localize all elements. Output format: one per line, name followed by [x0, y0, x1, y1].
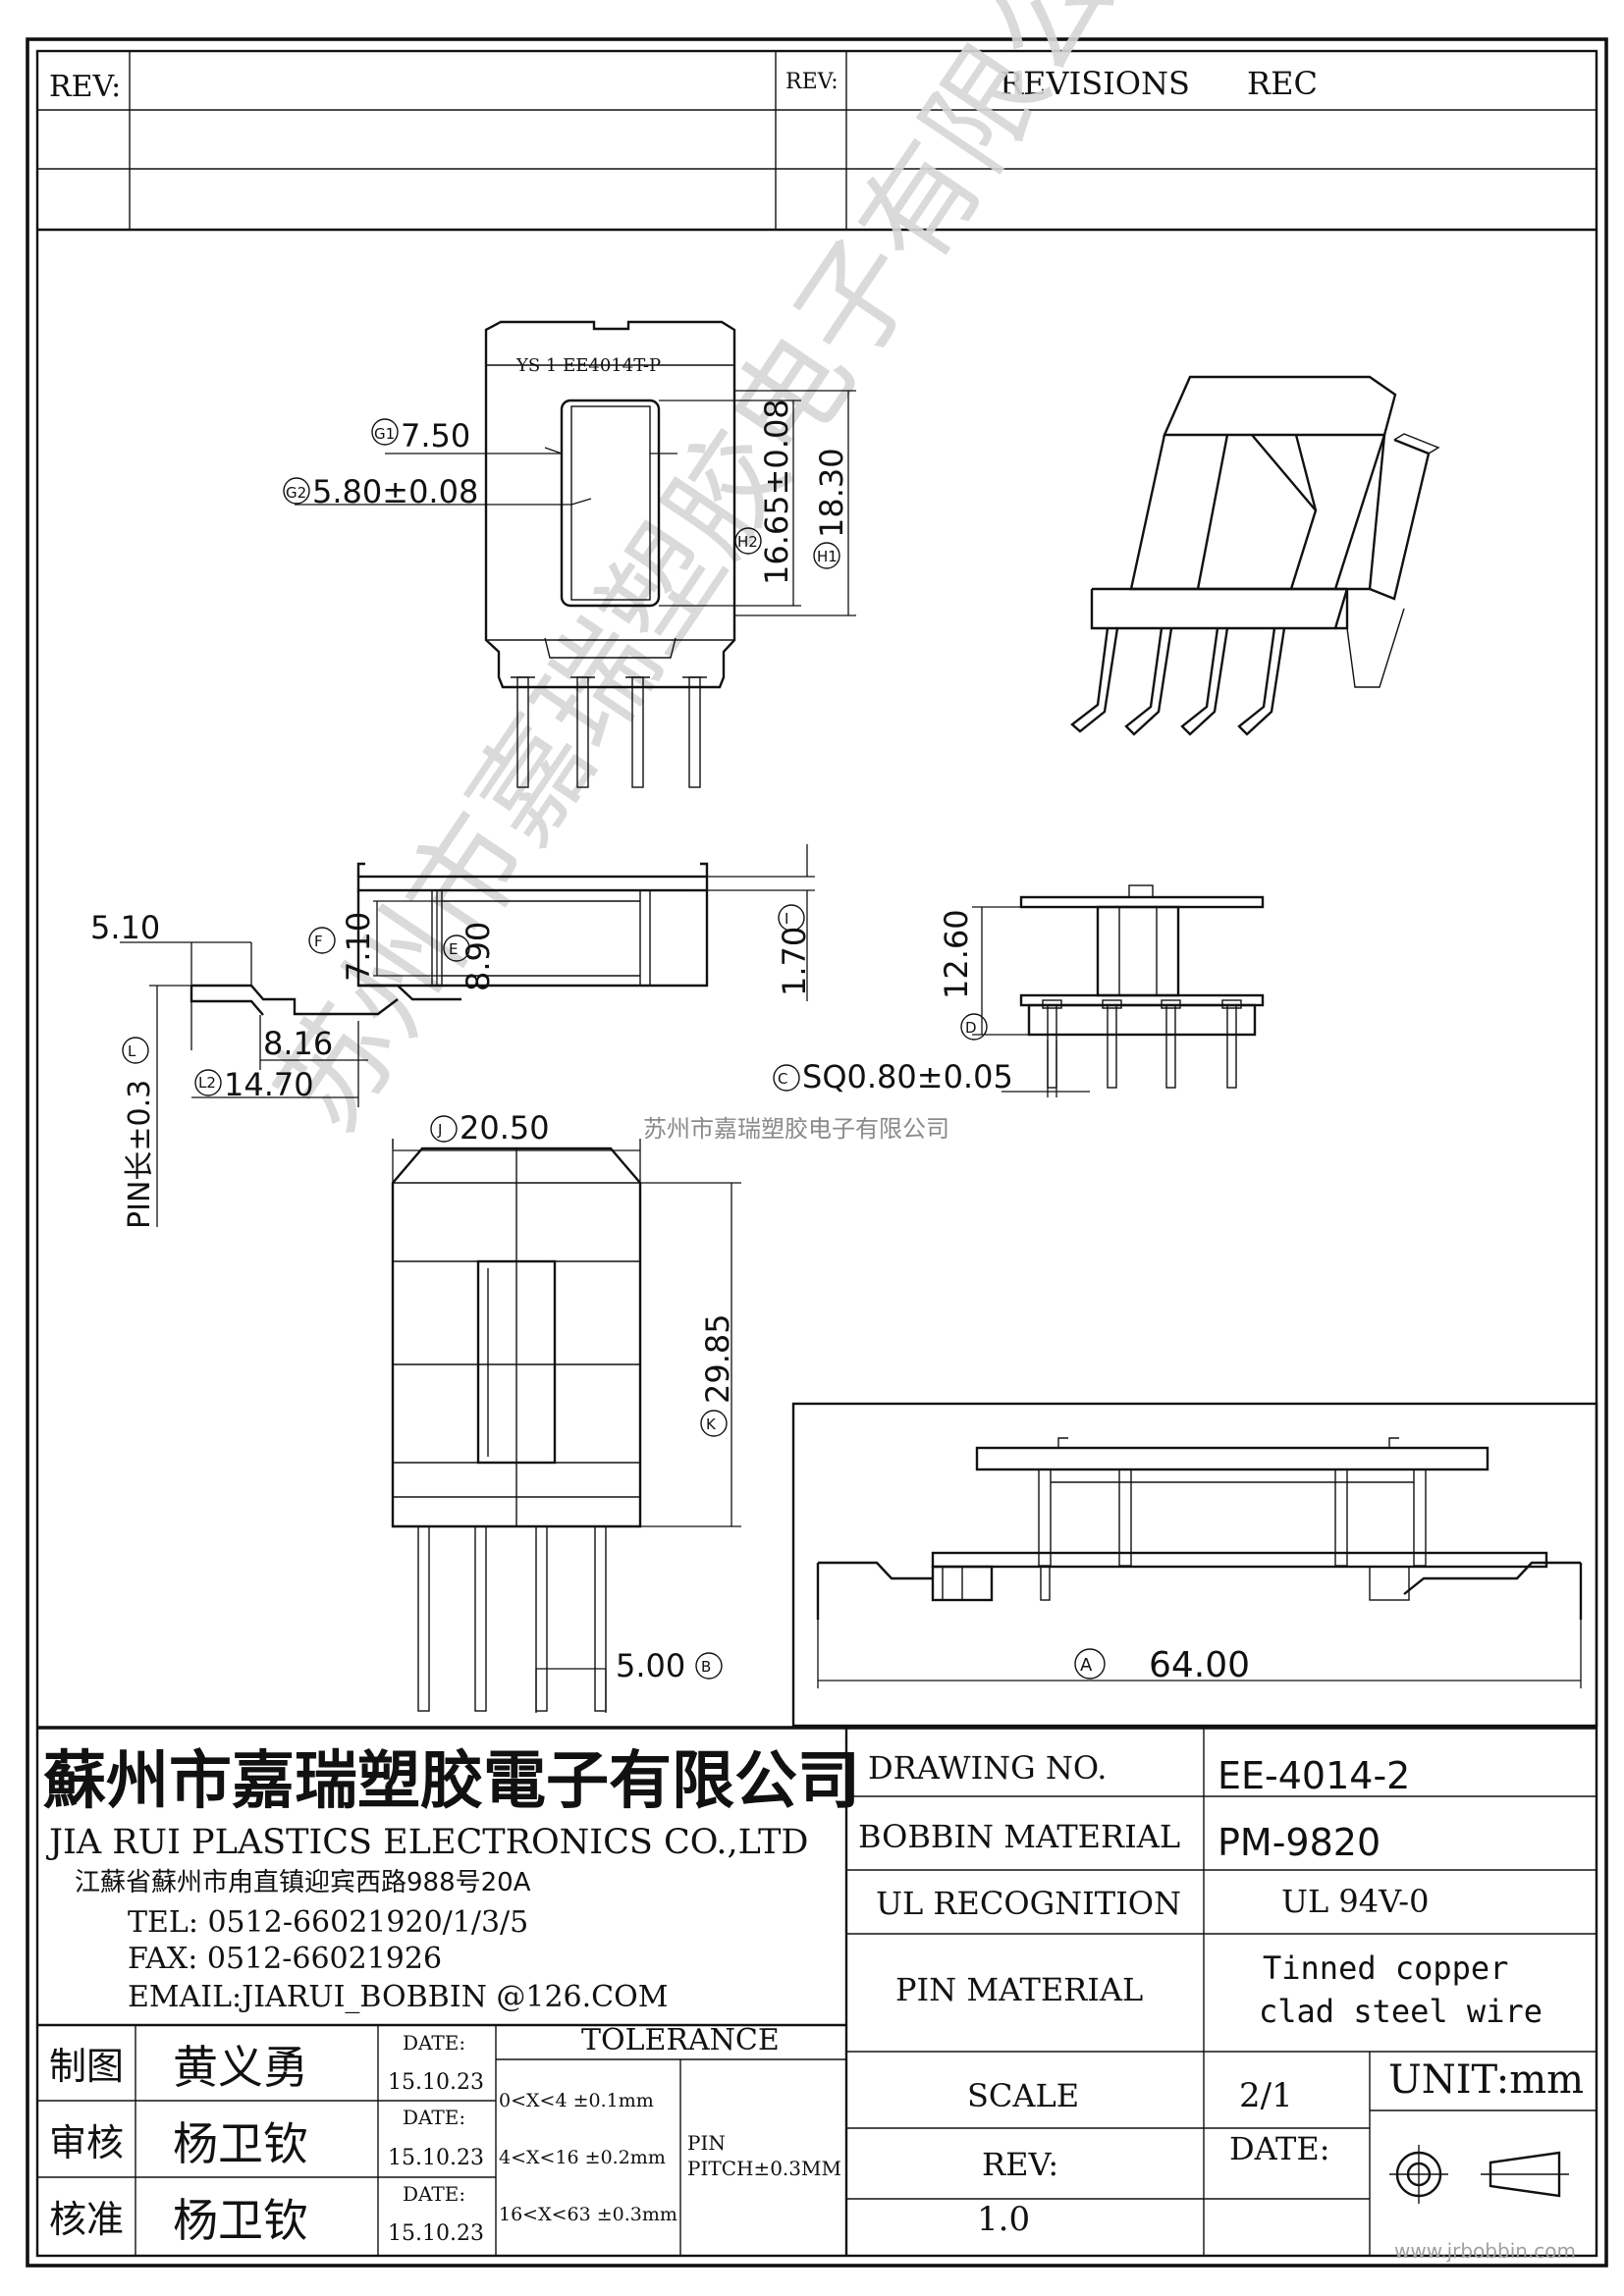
end-view: D 12.60 C SQ0.80±0.05 [773, 884, 1265, 1097]
rev-label-right: REV: [785, 70, 839, 94]
pin-material-label: PIN MATERIAL [895, 1971, 1143, 2008]
company-tel: TEL: 0512-66021920/1/3/5 [128, 1905, 528, 1940]
dim-D: 12.60 [938, 909, 975, 999]
approval-date-label: DATE: [403, 2106, 465, 2129]
dim-G1: 7.50 [401, 417, 470, 454]
company-name-en: JIA RUI PLASTICS ELECTRONICS CO.,LTD [46, 1823, 808, 1862]
company-email: EMAIL:JIARUI_BOBBIN @126.COM [128, 1980, 668, 2014]
approval-name: 黄义勇 [173, 2041, 308, 2094]
dim-G2: 5.80±0.08 [312, 473, 478, 510]
company-address: 江蘇省蘇州市甪直镇迎宾西路988号20A [75, 1868, 531, 1897]
bobbin-material-value: PM-9820 [1218, 1821, 1380, 1864]
approval-date-label: DATE: [403, 2031, 465, 2055]
dim-key-G2: G2 [286, 484, 306, 502]
dim-I: 1.70 [776, 927, 813, 996]
dim-key-B: B [701, 1658, 711, 1676]
approval-date-label: DATE: [403, 2182, 465, 2206]
pin-label: PIN [687, 2131, 726, 2155]
tolerance-label: TOLERANCE [581, 2023, 780, 2057]
unit-label: UNIT:mm [1388, 2057, 1584, 2103]
revision-block: REV: REV: REVISIONS REC [37, 51, 1597, 232]
dim-key-I: I [785, 910, 788, 928]
company-fax: FAX: 0512-66021926 [128, 1942, 442, 1976]
company-name-cn: 蘇州市嘉瑞塑胶電子有限公司 [43, 1745, 860, 1818]
revisions-label: REVISIONS [1000, 65, 1190, 102]
top-view: J 20.50 K 29.85 5.00 B [391, 1109, 741, 1713]
sheet-border [26, 37, 1608, 2268]
approval-role: 审核 [49, 2121, 124, 2164]
dim-key-L2: L2 [198, 1074, 216, 1092]
dim-key-F: F [314, 933, 323, 950]
dim-key-E: E [449, 940, 458, 958]
dim-key-K: K [706, 1415, 717, 1433]
tolerance-row: 4<X<16 ±0.2mm [499, 2147, 666, 2168]
date-label: DATE: [1229, 2130, 1330, 2167]
dim-K: 29.85 [699, 1313, 736, 1404]
approval-role: 制图 [49, 2045, 124, 2088]
scale-value: 2/1 [1239, 2076, 1293, 2115]
approval-date: 15.10.23 [388, 2221, 484, 2246]
dim-C: SQ0.80±0.05 [802, 1058, 1013, 1095]
side-view: 5.10 8.16 L2 14.70 L PIN长±0.3 F 7.10 E 8… [90, 844, 815, 1229]
dim-A: 64.00 [1149, 1645, 1250, 1685]
dim-key-A: A [1080, 1655, 1093, 1676]
dim-pin-offset: 5.10 [90, 909, 160, 946]
rev-label: REV: [982, 2146, 1058, 2183]
dim-H1: 18.30 [813, 448, 850, 538]
tolerance-row: 16<X<63 ±0.3mm [499, 2204, 677, 2225]
end-view-pins [1042, 999, 1242, 1089]
title-block: DRAWING NO. EE-4014-2 BOBBIN MATERIAL PM… [37, 1726, 1597, 2256]
approval-date: 15.10.23 [388, 2070, 484, 2095]
ul-recognition-value: UL 94V-0 [1281, 1883, 1429, 1920]
rec-label: REC [1247, 65, 1318, 102]
front-view-pins [511, 676, 707, 788]
assembly-view: A 64.00 [791, 1402, 1598, 1728]
watermark-site: www.jrbobbin.com [1394, 2239, 1576, 2263]
drawing-no-label: DRAWING NO. [868, 1749, 1107, 1787]
part-marking: YS 1 EE4014T-P [515, 355, 661, 376]
dim-E: 8.90 [460, 922, 497, 991]
watermark-diagonal-text: 苏州市嘉瑞塑胶电子有限公司 [249, 0, 1204, 1154]
approval-row-approve: 核准 杨卫钦 DATE: 15.10.23 [49, 2182, 484, 2247]
drawing-no-value: EE-4014-2 [1218, 1754, 1410, 1797]
approval-role: 核准 [49, 2198, 124, 2241]
dim-key-H1: H1 [817, 548, 838, 565]
company-info: 蘇州市嘉瑞塑胶電子有限公司 JIA RUI PLASTICS ELECTRONI… [43, 1745, 860, 2014]
dim-H2: 16.65±0.08 [758, 399, 795, 585]
dim-key-D: D [965, 1019, 977, 1037]
approval-row-draw: 制图 黄义勇 DATE: 15.10.23 [49, 2031, 484, 2095]
approval-date: 15.10.23 [388, 2146, 484, 2170]
pin-material-line2: clad steel wire [1259, 1993, 1543, 2030]
dim-L2: 14.70 [224, 1066, 314, 1103]
top-view-pins [417, 1525, 607, 1712]
projection-symbol-icon [1389, 2145, 1569, 2204]
watermark-company: 苏州市嘉瑞塑胶电子有限公司 [643, 1115, 949, 1143]
approval-name: 杨卫钦 [173, 2194, 308, 2247]
approval-row-check: 审核 杨卫钦 DATE: 15.10.23 [49, 2106, 484, 2170]
isometric-view-pins [1070, 627, 1286, 736]
approval-name: 杨卫钦 [173, 2117, 308, 2170]
tolerance-row: 0<X<4 ±0.1mm [499, 2090, 654, 2111]
pin-material-line1: Tinned copper [1263, 1949, 1508, 1987]
front-view: YS 1 EE4014T-P G1 7.50 G2 5.80±0.08 H2 1… [283, 320, 856, 788]
dim-L1: 8.16 [263, 1025, 333, 1062]
dim-key-H2: H2 [737, 533, 758, 551]
dim-pin-length: PIN长±0.3 [123, 1080, 157, 1229]
dim-key-L: L [128, 1042, 136, 1060]
tolerance-table: TOLERANCE 0<X<4 ±0.1mm 4<X<16 ±0.2mm 16<… [499, 2023, 841, 2225]
dim-J: 20.50 [460, 1109, 550, 1147]
isometric-view [1070, 375, 1440, 736]
dim-key-C: C [778, 1070, 787, 1088]
pin-pitch: PITCH±0.3MM [687, 2157, 841, 2180]
dim-key-G1: G1 [374, 425, 395, 443]
dim-key-J: J [437, 1121, 442, 1139]
dim-B: 5.00 [616, 1647, 685, 1684]
rev-value: 1.0 [977, 2200, 1030, 2239]
ul-recognition-label: UL RECOGNITION [876, 1885, 1181, 1922]
rev-label-left: REV: [49, 70, 121, 104]
scale-label: SCALE [967, 2077, 1079, 2114]
dim-F: 7.10 [340, 912, 377, 982]
bobbin-material-label: BOBBIN MATERIAL [858, 1818, 1180, 1855]
